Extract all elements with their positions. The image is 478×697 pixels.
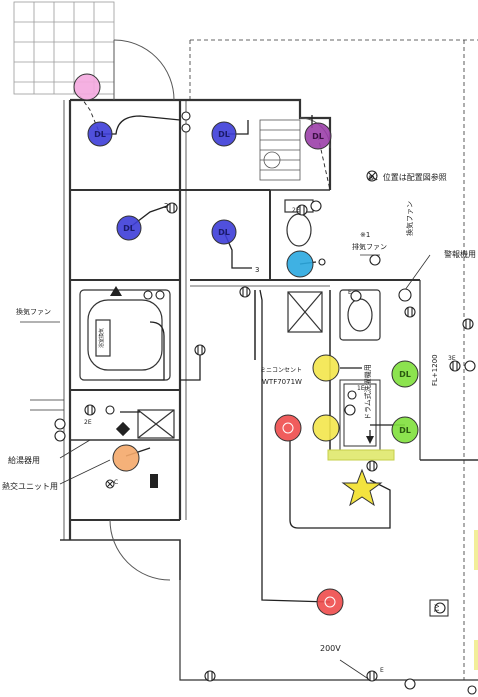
mini-outlet-label: ミニコンセント	[260, 367, 302, 374]
yellow-marker-circle-2	[312, 414, 340, 442]
green-downlight-2: DL	[391, 416, 419, 444]
wiring	[100, 115, 405, 603]
exhaust-fan-mid-label: 排気ファン	[352, 242, 387, 251]
exhaust-fan-mark: ※1	[360, 231, 370, 239]
fixture-num-2e-a: 2E	[292, 207, 300, 214]
dashed-wiring	[79, 95, 331, 191]
symbol-crosses	[105, 170, 378, 489]
downlight-2: DL	[211, 121, 237, 147]
stairs	[259, 119, 301, 181]
star-marker	[341, 468, 383, 507]
exhaust-fan-top-label: 換気ファン	[405, 201, 414, 236]
alarm-label: 警報機用	[444, 249, 476, 259]
fixture-num-c: C	[114, 479, 118, 486]
fixture-num-3e: 3E	[448, 355, 456, 362]
yellow-marker-circle-1	[312, 354, 340, 382]
legend-note: ⊗：位置は配置図参照	[368, 172, 447, 182]
highlight-edge-2	[474, 640, 478, 670]
red-marker-1	[274, 414, 302, 442]
exhaust-fan-left-label: 換気ファン	[16, 307, 51, 316]
green-downlight-1-label: DL	[399, 370, 411, 379]
washer-label: ドラム式洗濯機用	[363, 364, 372, 420]
counter-box	[137, 291, 323, 439]
door-swings	[109, 39, 331, 581]
voltage-label: 200V	[320, 644, 341, 653]
downlight-1-label: DL	[94, 130, 106, 139]
downlight-4-label: DL	[218, 228, 230, 237]
triangle-marker-1	[110, 286, 122, 296]
green-downlight-1: DL	[391, 360, 419, 388]
fixture-num-e-bottom: E	[380, 667, 384, 674]
bath-panel-label: 浴室換気	[98, 328, 105, 348]
fixture-num-e: E	[348, 289, 352, 296]
cyan-marker-circle	[286, 250, 314, 278]
diamond-marker	[115, 421, 131, 437]
panel-block	[150, 474, 158, 488]
downlight-purple: DL	[304, 122, 332, 150]
downlight-3: DL	[116, 215, 142, 241]
water-heater-label: 給湯器用	[8, 455, 40, 465]
downlight-4: DL	[211, 219, 237, 245]
tv-label: TV	[434, 603, 441, 613]
triangle-marker-2	[366, 436, 374, 444]
fixture-num-2: 2	[164, 202, 168, 210]
bathtub	[79, 289, 171, 381]
outlet-model-label: WTF7071W	[262, 378, 302, 386]
downlight-purple-label: DL	[312, 132, 324, 141]
fixture-num-3: 3	[255, 266, 259, 274]
red-marker-2	[316, 588, 344, 616]
fixture-num-1e: 1E	[357, 385, 365, 392]
highlight-edge-1	[474, 530, 478, 570]
highlight-bar	[327, 449, 395, 461]
fl-height-label: FL+1200	[431, 354, 439, 386]
green-downlight-2-label: DL	[399, 426, 411, 435]
downlight-2-label: DL	[218, 130, 230, 139]
tv-box	[429, 599, 449, 617]
pink-marker-circle	[73, 73, 101, 101]
orange-marker-circle	[112, 444, 140, 472]
heat-source-label: 熱交ユニット用	[2, 481, 58, 491]
downlight-3-label: DL	[123, 224, 135, 233]
hatched-balcony	[13, 1, 115, 95]
fixture-num-2e-b: 2E	[84, 419, 92, 426]
leader-lines	[20, 254, 431, 681]
downlight-1: DL	[87, 121, 113, 147]
small-fixtures	[54, 111, 477, 695]
